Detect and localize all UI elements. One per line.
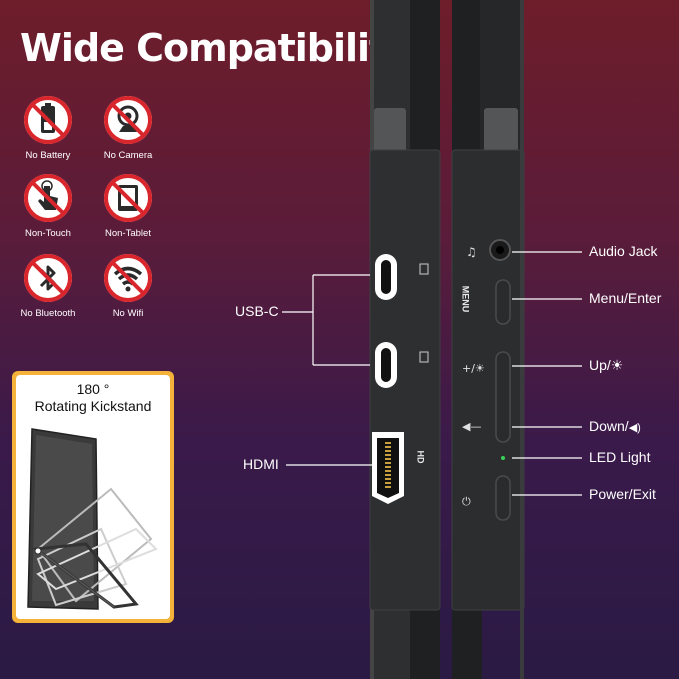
feature-non-touch: Non-Touch bbox=[12, 172, 84, 239]
feature-no-bluetooth: No Bluetooth bbox=[12, 252, 84, 319]
svg-text:+/☀: +/☀ bbox=[462, 362, 485, 375]
svg-text:◀—: ◀— bbox=[462, 420, 481, 433]
non-tablet-icon bbox=[104, 174, 152, 222]
no-camera-icon bbox=[104, 96, 152, 144]
feature-label: No Bluetooth bbox=[20, 308, 76, 319]
page-title: Wide Compatibility bbox=[20, 26, 411, 70]
feature-label: No Battery bbox=[25, 150, 71, 161]
feature-label: Non-Tablet bbox=[105, 228, 151, 239]
feature-no-battery: No Battery bbox=[12, 94, 84, 161]
up-label: Up/ bbox=[589, 357, 611, 373]
led-light-callout: LED Light bbox=[589, 449, 651, 465]
down-label: Down/ bbox=[589, 418, 629, 434]
svg-text:♫: ♫ bbox=[466, 245, 477, 259]
no-wifi-icon bbox=[104, 254, 152, 302]
non-touch-icon bbox=[24, 174, 72, 222]
volume-icon: ◀) bbox=[628, 422, 641, 434]
kickstand-label: Rotating Kickstand bbox=[34, 398, 152, 414]
svg-text:⏻: ⏻ bbox=[462, 495, 471, 508]
feature-no-wifi: No Wifi bbox=[92, 252, 164, 319]
feature-label: No Camera bbox=[103, 150, 153, 161]
kickstand-angle: 180 ° bbox=[76, 381, 110, 397]
kickstand-card: 180 ° Rotating Kickstand bbox=[12, 371, 174, 623]
menu-enter-callout: Menu/Enter bbox=[589, 290, 662, 306]
feature-label: Non-Touch bbox=[25, 228, 71, 239]
down-callout: Down/◀) bbox=[589, 418, 641, 434]
feature-label: No Wifi bbox=[112, 308, 144, 319]
feature-no-camera: No Camera bbox=[92, 94, 164, 161]
menu-label: MENU bbox=[460, 285, 471, 313]
kickstand-title: 180 ° Rotating Kickstand bbox=[16, 381, 170, 415]
power-exit-callout: Power/Exit bbox=[589, 486, 656, 502]
feature-non-tablet: Non-Tablet bbox=[92, 172, 164, 239]
hd-label: HD bbox=[415, 450, 426, 464]
kickstand-illustration bbox=[27, 428, 158, 610]
usbc-callout: USB-C bbox=[235, 303, 279, 319]
up-callout: Up/☀ bbox=[589, 357, 623, 374]
brightness-icon: ☀ bbox=[610, 357, 624, 373]
hdmi-callout: HDMI bbox=[243, 456, 279, 472]
no-battery-icon bbox=[24, 96, 72, 144]
audio-jack-callout: Audio Jack bbox=[589, 243, 658, 259]
no-bluetooth-icon bbox=[24, 254, 72, 302]
